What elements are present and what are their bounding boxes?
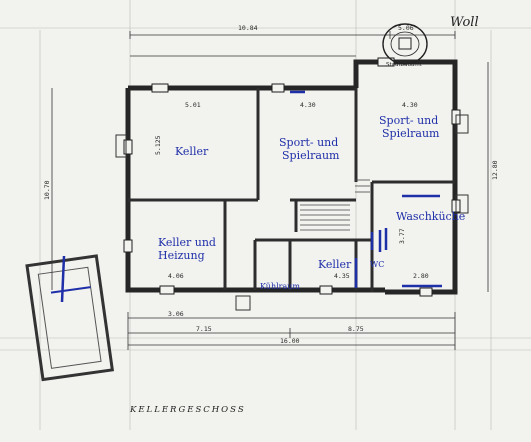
room-label-heizung-1: Keller und bbox=[158, 236, 216, 249]
exterior-annex bbox=[25, 254, 115, 382]
dim-keller-sm-w: 4.35 bbox=[334, 272, 350, 280]
blue-mark-annex bbox=[60, 255, 66, 303]
dim-heiz-w: 4.06 bbox=[168, 272, 184, 280]
stamp-text: Stadtbauamt bbox=[386, 62, 423, 68]
room-label-heizung-2: Heizung bbox=[158, 249, 205, 262]
dim-bottom-mid: 8.75 bbox=[348, 325, 364, 333]
dim-bottom-left: 7.15 bbox=[196, 325, 212, 333]
room-label-waschkueche: Waschküche bbox=[396, 210, 465, 223]
dim-top-right: 5.06 bbox=[398, 24, 414, 32]
room-label-sport-right-2: Spielraum bbox=[382, 127, 440, 140]
blue-markings bbox=[290, 90, 442, 288]
dim-keller-h: 5.125 bbox=[154, 135, 162, 155]
light-wells bbox=[115, 114, 469, 311]
dim-sport-r-w: 4.30 bbox=[402, 101, 418, 109]
dim-left-height: 10.70 bbox=[43, 180, 51, 200]
room-label-keller: Keller bbox=[175, 145, 209, 158]
dim-keller-w: 5.01 bbox=[185, 101, 201, 109]
room-label-kuehlraum: Kühlraum bbox=[260, 282, 300, 291]
room-label-sport-center-2: Spielraum bbox=[282, 149, 340, 162]
room-label-sport-center-1: Sport- und bbox=[279, 136, 338, 149]
dim-top-total: 10.84 bbox=[238, 24, 258, 32]
plan-title: KELLERGESCHOSS bbox=[129, 405, 246, 415]
room-label-keller-small: Keller bbox=[318, 258, 352, 271]
dim-wasch-h: 3.77 bbox=[398, 228, 406, 244]
room-label-wc: WC bbox=[370, 260, 384, 269]
dim-sport-w: 4.30 bbox=[300, 101, 316, 109]
room-label-sport-right-1: Sport- und bbox=[379, 114, 438, 127]
dim-wasch-w: 2.80 bbox=[413, 272, 429, 280]
dimension-lines-bottom bbox=[127, 312, 456, 350]
window-marks bbox=[123, 57, 461, 297]
official-stamp: Stadtbauamt bbox=[382, 23, 428, 68]
dimension-lines-top bbox=[129, 31, 456, 57]
signature: Woll bbox=[450, 15, 479, 30]
staircase bbox=[300, 179, 370, 231]
dim-right-height: 12.80 bbox=[491, 160, 499, 180]
dim-bottom-total: 16.00 bbox=[280, 337, 300, 345]
inner-walls bbox=[128, 88, 455, 292]
dim-bottom-seg: 3.06 bbox=[168, 310, 184, 318]
